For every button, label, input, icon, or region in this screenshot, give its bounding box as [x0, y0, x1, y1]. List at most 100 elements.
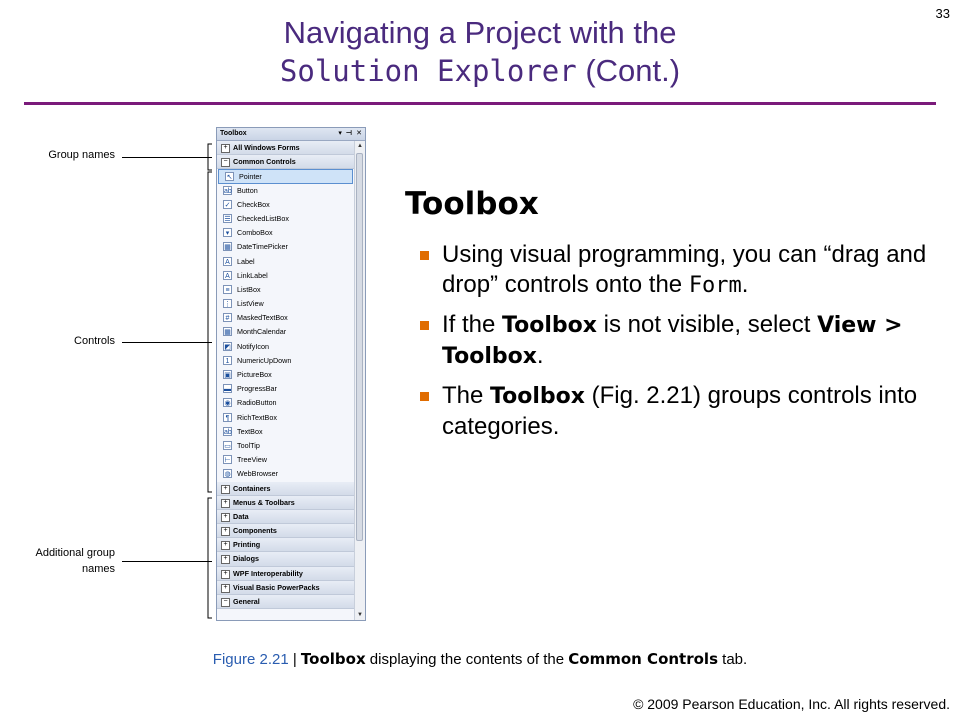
toolbox-item-label: MonthCalendar	[237, 327, 287, 337]
toolbox-item-label: CheckedListBox	[237, 213, 289, 223]
toolbox-group[interactable]: +Dialogs	[217, 552, 354, 567]
toolbox-group-label: Containers	[233, 483, 271, 493]
title-line-1: Navigating a Project with the	[283, 15, 677, 50]
toolbox-item[interactable]: ◍ WebBrowser	[217, 467, 354, 481]
toolbox-item-label: Label	[237, 256, 255, 266]
control-icon: ↖	[225, 172, 234, 182]
toolbox-group[interactable]: +All Windows Forms	[217, 141, 354, 156]
control-icon: ▬	[223, 384, 232, 394]
toolbox-item[interactable]: ▭ ToolTip	[217, 439, 354, 453]
toolbox-item-label: TreeView	[237, 455, 267, 465]
toolbox-item[interactable]: ⋮ListView	[217, 297, 354, 311]
toolbox-item[interactable]: ▣ PictureBox	[217, 368, 354, 382]
toolbox-header-title: Toolbox	[220, 130, 247, 137]
toolbox-group[interactable]: +Menus & Toolbars	[217, 495, 354, 510]
copyright-footer: © 2009 Pearson Education, Inc. All right…	[633, 696, 950, 712]
figure-caption: Figure 2.21 | Toolbox displaying the con…	[0, 650, 960, 668]
caption-end: tab.	[718, 651, 748, 668]
toolbox-group[interactable]: +Data	[217, 509, 354, 525]
toolbox-item[interactable]: ▾ComboBox	[217, 226, 354, 240]
toolbox-item-label: PictureBox	[237, 370, 272, 379]
caption-strong-1: Toolbox	[300, 650, 366, 668]
toolbox-item-label: ComboBox	[237, 228, 273, 238]
toolbox-scrollbar[interactable]: ▲ ▼	[354, 141, 365, 620]
bullet-2-end: .	[536, 342, 544, 369]
toolbox-item[interactable]: ▦ MonthCalendar	[217, 325, 354, 339]
expand-icon[interactable]: +	[221, 527, 230, 537]
leader-line-controls	[122, 342, 212, 343]
toolbox-item[interactable]: ◩ NotifyIcon	[217, 340, 354, 354]
control-icon: ¶	[223, 412, 232, 422]
toolbox-item-label: NotifyIcon	[237, 341, 269, 351]
toolbox-group-label: Data	[233, 511, 249, 521]
toolbox-item-label: DateTimePicker	[237, 242, 288, 252]
scroll-up-icon[interactable]: ▲	[357, 143, 363, 149]
control-icon: A	[223, 270, 232, 280]
toolbox-header: Toolbox ▾ ⊣ ✕	[217, 128, 365, 141]
toolbox-group[interactable]: −General	[217, 595, 354, 610]
toolbox-group-label: Dialogs	[233, 554, 259, 564]
control-icon: ☰	[223, 213, 232, 223]
toolbox-item-label: ToolTip	[237, 440, 260, 450]
toolbox-item-label: ProgressBar	[237, 384, 277, 394]
toolbox-group[interactable]: +Containers	[217, 481, 354, 496]
caption-mid: displaying the contents of the	[365, 651, 569, 668]
control-icon: ◍	[223, 469, 232, 479]
toolbox-item[interactable]: ¶ RichTextBox	[217, 411, 354, 425]
expand-icon[interactable]: +	[221, 144, 230, 153]
label-additional-group-names: Additional group names	[35, 547, 115, 575]
expand-icon[interactable]: +	[221, 583, 230, 593]
toolbox-item[interactable]: ↖Pointer	[218, 169, 353, 184]
toolbox-group-label: Components	[233, 526, 277, 536]
collapse-icon[interactable]: −	[221, 598, 230, 607]
bullet-item: The Toolbox (Fig. 2.21) groups controls …	[420, 381, 950, 442]
toolbox-item[interactable]: #MaskedTextBox	[217, 311, 354, 325]
toolbox-item-label: RichTextBox	[237, 412, 277, 422]
toolbox-item[interactable]: ☰ CheckedListBox	[217, 212, 354, 226]
bracket-lines	[207, 143, 212, 619]
toolbox-item[interactable]: ≡ListBox	[217, 283, 354, 297]
title-divider	[24, 102, 936, 105]
toolbox-item[interactable]: ⊢TreeView	[217, 453, 354, 467]
expand-icon[interactable]: +	[221, 512, 230, 522]
toolbox-group[interactable]: +Components	[217, 524, 354, 539]
expand-icon[interactable]: +	[221, 484, 230, 494]
toolbox-list: +All Windows Forms−Common Controls↖Point…	[217, 141, 354, 610]
scroll-down-icon[interactable]: ▼	[357, 612, 363, 618]
toolbox-group[interactable]: −Common Controls	[217, 155, 354, 170]
toolbox-group-label: Menus & Toolbars	[233, 497, 295, 507]
control-icon: ▣	[223, 370, 232, 379]
scroll-thumb[interactable]	[356, 153, 363, 541]
expand-icon[interactable]: +	[221, 569, 230, 579]
bullet-list: Using visual programming, you can “drag …	[420, 240, 950, 451]
bullet-item: If the Toolbox is not visible, select Vi…	[420, 310, 950, 372]
toolbox-group-label: Common Controls	[233, 157, 296, 167]
expand-icon[interactable]: +	[221, 498, 230, 508]
expand-icon[interactable]: +	[221, 555, 230, 565]
collapse-icon[interactable]: −	[221, 158, 230, 168]
bullet-3-rest: (Fig. 2.21) groups controls into categor…	[442, 382, 918, 440]
caption-figure-number: Figure 2.21	[212, 651, 289, 668]
toolbox-window-controls[interactable]: ▾ ⊣ ✕	[338, 130, 363, 137]
bullet-2-strong: Toolbox	[502, 313, 597, 338]
control-icon: ▦	[223, 327, 232, 337]
toolbox-group[interactable]: +Printing	[217, 538, 354, 553]
bullet-2-pre: If the	[442, 311, 503, 338]
toolbox-item-label: WebBrowser	[237, 469, 279, 479]
label-controls: Controls	[74, 335, 115, 347]
toolbox-item[interactable]: ▬ ProgressBar	[217, 382, 354, 396]
expand-icon[interactable]: +	[221, 541, 230, 551]
toolbox-group[interactable]: +WPF Interoperability	[217, 566, 354, 581]
toolbox-item[interactable]: ✓CheckBox	[217, 198, 354, 212]
control-icon: ▭	[223, 440, 232, 450]
toolbox-item[interactable]: ◉RadioButton	[217, 396, 354, 410]
toolbox-group[interactable]: +Visual Basic PowerPacks	[217, 580, 354, 595]
control-icon: ◩	[223, 341, 232, 351]
toolbox-item[interactable]: ▦DateTimePicker	[217, 240, 354, 254]
toolbox-item-label: TextBox	[237, 426, 263, 436]
